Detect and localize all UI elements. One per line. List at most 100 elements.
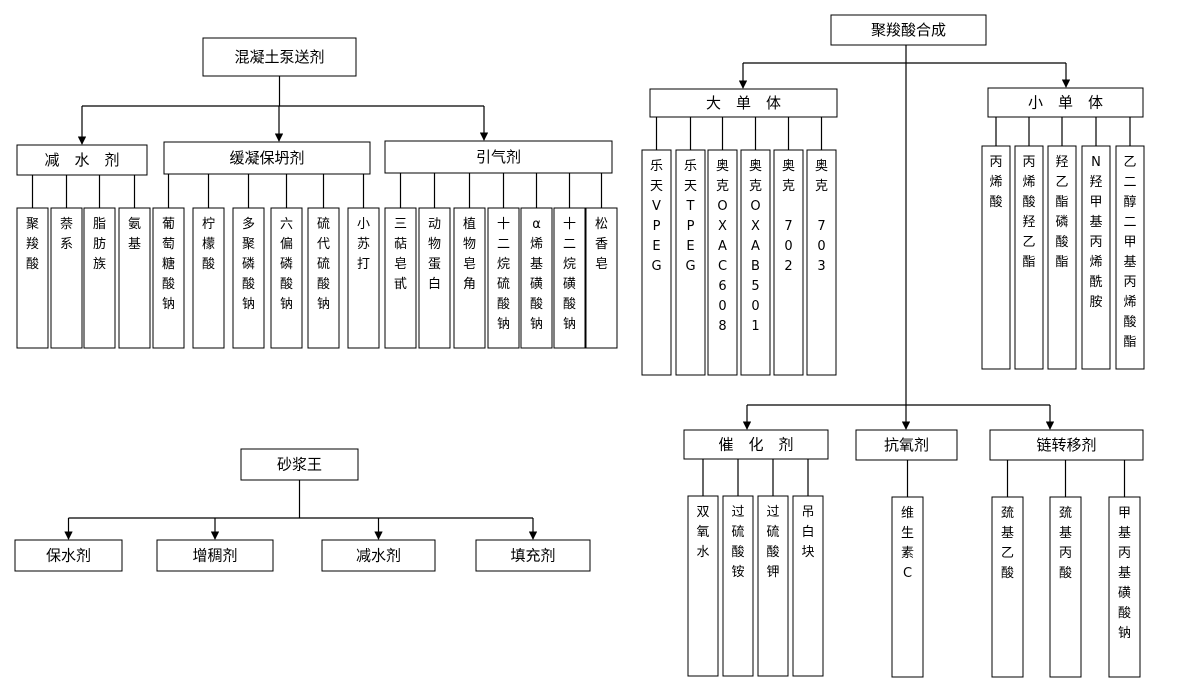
node-leaf-2-0-label: 保水剂	[46, 547, 91, 565]
node-leaf-1-1-0-box	[152, 207, 185, 349]
node-group-3-0-box	[649, 88, 838, 118]
node-group-3-1-box	[987, 87, 1144, 118]
node-leaf-3-1-4: 乙二醇二甲基丙烯酸酯	[1115, 145, 1145, 370]
node-root-3: 聚羧酸合成	[830, 14, 987, 46]
node-leaf-3-2-3: 吊白块	[792, 495, 824, 677]
node-leaf-1-2-0: 三萜皂甙	[384, 207, 417, 349]
node-leaf-1-1-0: 葡萄糖酸钠	[152, 207, 185, 349]
node-leaf-3-4-1-box	[1049, 496, 1082, 678]
node-leaf-3-1-4-box	[1115, 145, 1145, 370]
node-leaf-3-2-2-box	[757, 495, 789, 677]
node-leaf-3-0-3-box	[740, 149, 771, 376]
node-leaf-2-3-box	[475, 539, 591, 572]
node-group-1-1-label: 缓凝保坍剂	[229, 149, 304, 167]
node-leaf-3-0-0-box	[641, 149, 672, 376]
node-leaf-1-0-2-box	[83, 207, 116, 349]
node-leaf-2-0-box	[14, 539, 123, 572]
node-group-3-0-label: 大 单 体	[706, 94, 781, 112]
node-leaf-1-2-6-box	[585, 207, 618, 349]
node-leaf-1-1-3-box	[270, 207, 303, 349]
node-root-3-box	[830, 14, 987, 46]
node-leaf-2-1-label: 增稠剂	[192, 547, 237, 565]
node-leaf-1-1-2-label: 多聚磷酸钠	[242, 216, 255, 312]
node-leaf-1-2-1: 动物蛋白	[418, 207, 451, 349]
node-root-2-label: 砂浆王	[277, 456, 322, 474]
node-leaf-2-3: 填充剂	[475, 539, 591, 572]
node-leaf-1-2-1-label: 动物蛋白	[428, 217, 441, 292]
edges	[31, 45, 1131, 540]
node-leaf-1-1-1: 柠檬酸	[192, 207, 225, 349]
node-leaf-1-2-2: 植物皂角	[453, 207, 486, 349]
node-root-3-label: 聚羧酸合成	[871, 21, 946, 39]
node-leaf-2-3-label: 填充剂	[510, 547, 555, 565]
node-leaf-3-2-1-label: 过硫酸铵	[731, 505, 744, 580]
node-group-3-4-label: 链转移剂	[1036, 436, 1096, 454]
node-leaf-1-1-5: 小苏打	[347, 207, 380, 349]
node-leaf-3-1-1-label: 丙烯酸羟乙酯	[1022, 155, 1035, 270]
node-leaf-1-2-3-box	[487, 207, 520, 349]
node-leaf-1-2-0-label: 三萜皂甙	[394, 217, 407, 292]
node-leaf-1-1-1-box	[192, 207, 225, 349]
node-leaf-3-1-2-label: 羟乙酯磷酸酯	[1055, 155, 1068, 270]
node-group-1-2: 引气剂	[384, 140, 613, 174]
node-leaf-3-2-1: 过硫酸铵	[722, 495, 754, 677]
node-leaf-1-0-0: 聚羧酸	[16, 207, 49, 349]
node-leaf-3-0-1-box	[675, 149, 706, 376]
node-leaf-3-1-2: 羟乙酯磷酸酯	[1047, 145, 1077, 370]
node-leaf-3-2-0: 双氧水	[687, 495, 719, 677]
node-leaf-1-0-3-box	[118, 207, 151, 349]
node-leaf-1-2-5: 十二烷磺酸钠	[553, 207, 586, 349]
node-leaf-1-0-3: 氨基	[118, 207, 151, 349]
node-leaf-1-2-5-label: 十二烷磺酸钠	[563, 217, 576, 332]
node-leaf-3-1-0: 丙烯酸	[981, 145, 1011, 370]
node-leaf-2-1: 增稠剂	[156, 539, 274, 572]
node-leaf-3-2-2-label: 过硫酸钾	[766, 505, 779, 580]
node-leaf-3-4-0-label: 巯基乙酸	[1001, 506, 1014, 581]
node-group-1-1-box	[163, 141, 371, 175]
node-leaf-1-0-1: 萘系	[50, 207, 83, 349]
node-leaf-2-2-box	[321, 539, 436, 572]
node-leaf-3-4-2: 甲基丙基磺酸钠	[1108, 496, 1141, 678]
node-group-3-3: 抗氧剂	[855, 429, 958, 461]
node-leaf-3-1-4-label: 乙二醇二甲基丙烯酸酯	[1123, 155, 1136, 350]
node-leaf-2-2: 减水剂	[321, 539, 436, 572]
node-leaf-1-2-2-box	[453, 207, 486, 349]
node-group-3-4: 链转移剂	[989, 429, 1144, 461]
node-leaf-3-2-3-label: 吊白块	[801, 505, 814, 560]
node-leaf-1-2-1-box	[418, 207, 451, 349]
node-leaf-1-2-6-label: 松香皂	[595, 217, 608, 272]
node-leaf-3-4-1: 巯基丙酸	[1049, 496, 1082, 678]
node-leaf-1-2-5-box	[553, 207, 586, 349]
node-group-3-2-box	[683, 429, 829, 460]
node-leaf-1-0-0-box	[16, 207, 49, 349]
node-leaf-2-1-box	[156, 539, 274, 572]
node-leaf-1-1-4: 硫代硫酸钠	[307, 207, 340, 349]
node-leaf-1-2-6: 松香皂	[585, 207, 618, 349]
node-leaf-1-1-2: 多聚磷酸钠	[232, 207, 265, 349]
node-leaf-3-0-4-box	[773, 149, 804, 376]
node-leaf-1-1-2-box	[232, 207, 265, 349]
node-group-1-1: 缓凝保坍剂	[163, 141, 371, 175]
node-leaf-1-2-3: 十二烷硫酸钠	[487, 207, 520, 349]
node-leaf-3-0-2-box	[707, 149, 738, 376]
node-root-2-box	[240, 448, 359, 481]
node-leaf-3-0-5-box	[806, 149, 837, 376]
node-leaf-3-2-0-box	[687, 495, 719, 677]
node-group-1-2-label: 引气剂	[476, 148, 521, 166]
node-root-2: 砂浆王	[240, 448, 359, 481]
node-leaf-3-4-1-label: 巯基丙酸	[1059, 506, 1072, 581]
